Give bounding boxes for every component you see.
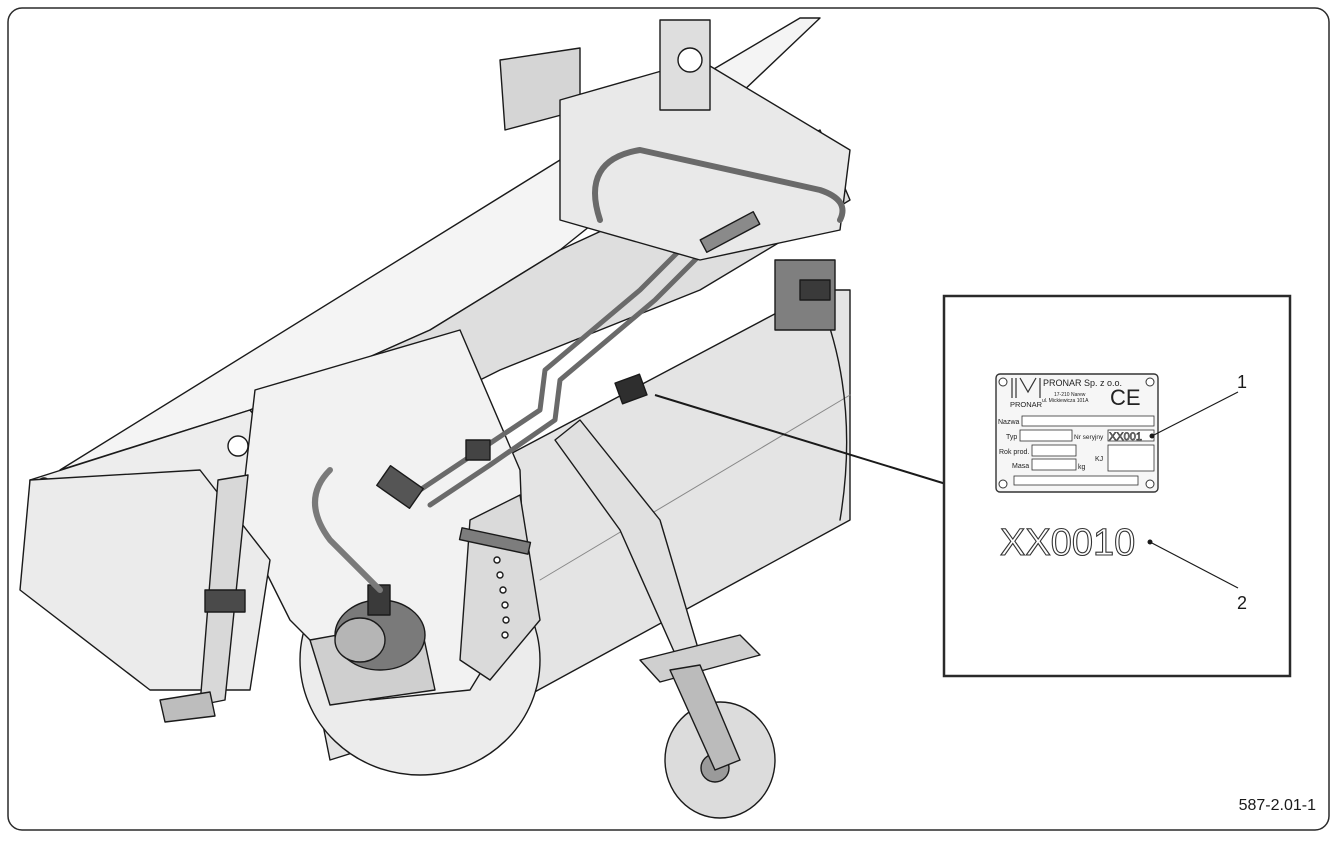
plate-logo-text: PRONAR xyxy=(1010,400,1043,409)
hydraulic-cylinder xyxy=(699,211,761,253)
figure-code: 587-2.01-1 xyxy=(1239,797,1316,814)
callout-2-number: 2 xyxy=(1237,593,1247,613)
plate-bottom-strip xyxy=(1013,475,1139,486)
adjust-bracket-holes xyxy=(493,556,510,639)
machine-nameplate xyxy=(614,373,648,405)
plate-address-2: ul. Mickiewicza 101A xyxy=(1042,398,1089,404)
adjust-handle xyxy=(458,527,532,555)
plate-label-serial: Nr seryjny xyxy=(1074,434,1104,441)
plate-field-kj xyxy=(1107,444,1155,472)
plate-field-mass xyxy=(1031,458,1077,471)
callout-2-dot xyxy=(1147,539,1153,545)
support-leg-foot xyxy=(159,691,216,723)
hydraulic-valve-block xyxy=(774,259,836,331)
hose-fitting-1 xyxy=(376,464,424,510)
detail-inset: PRONAR PRONAR Sp. z o.o. 17-210 Narew ul… xyxy=(942,294,1292,678)
caster-fork xyxy=(669,664,741,771)
plate-serial-value: XX001 xyxy=(1109,431,1142,443)
stamped-serial-number: XX0010 xyxy=(1000,522,1135,564)
plate-company: PRONAR Sp. z o.o. xyxy=(1043,378,1122,388)
plate-field-type xyxy=(1019,429,1073,442)
plate-label-year: Rok prod. xyxy=(999,449,1029,456)
detail-leader-line xyxy=(654,394,947,485)
sweeper-machine xyxy=(19,17,851,819)
callout-1-number: 1 xyxy=(1237,372,1247,392)
hitch-pipe-loop xyxy=(592,147,846,223)
plate-address-1: 17-210 Narew xyxy=(1054,392,1086,398)
plate-label-mass: Masa xyxy=(1012,463,1029,470)
identification-plate: PRONAR PRONAR Sp. z o.o. 17-210 Narew ul… xyxy=(995,373,1159,493)
hydraulic-hose xyxy=(312,467,383,593)
leg-clamp xyxy=(204,589,246,613)
plate-field-year xyxy=(1031,444,1077,457)
roller-seam xyxy=(539,394,851,581)
motor-face xyxy=(334,617,386,663)
plate-label-type: Typ xyxy=(1006,434,1017,441)
plate-field-name xyxy=(1021,415,1155,427)
plate-label-kj: KJ xyxy=(1095,456,1103,463)
callout-1-leader xyxy=(1151,391,1239,437)
side-plate-hole xyxy=(227,435,249,457)
plate-label-name: Nazwa xyxy=(998,419,1020,426)
ce-mark: CE xyxy=(1110,385,1141,410)
hitch-pin xyxy=(677,47,703,73)
callout-1-dot xyxy=(1149,433,1155,439)
hose-fitting-2 xyxy=(465,439,491,461)
callout-2-leader xyxy=(1149,541,1239,589)
hydraulic-motor xyxy=(309,584,436,706)
pronar-logo-icon xyxy=(1011,377,1041,398)
plate-label-kg: kg xyxy=(1078,464,1086,471)
